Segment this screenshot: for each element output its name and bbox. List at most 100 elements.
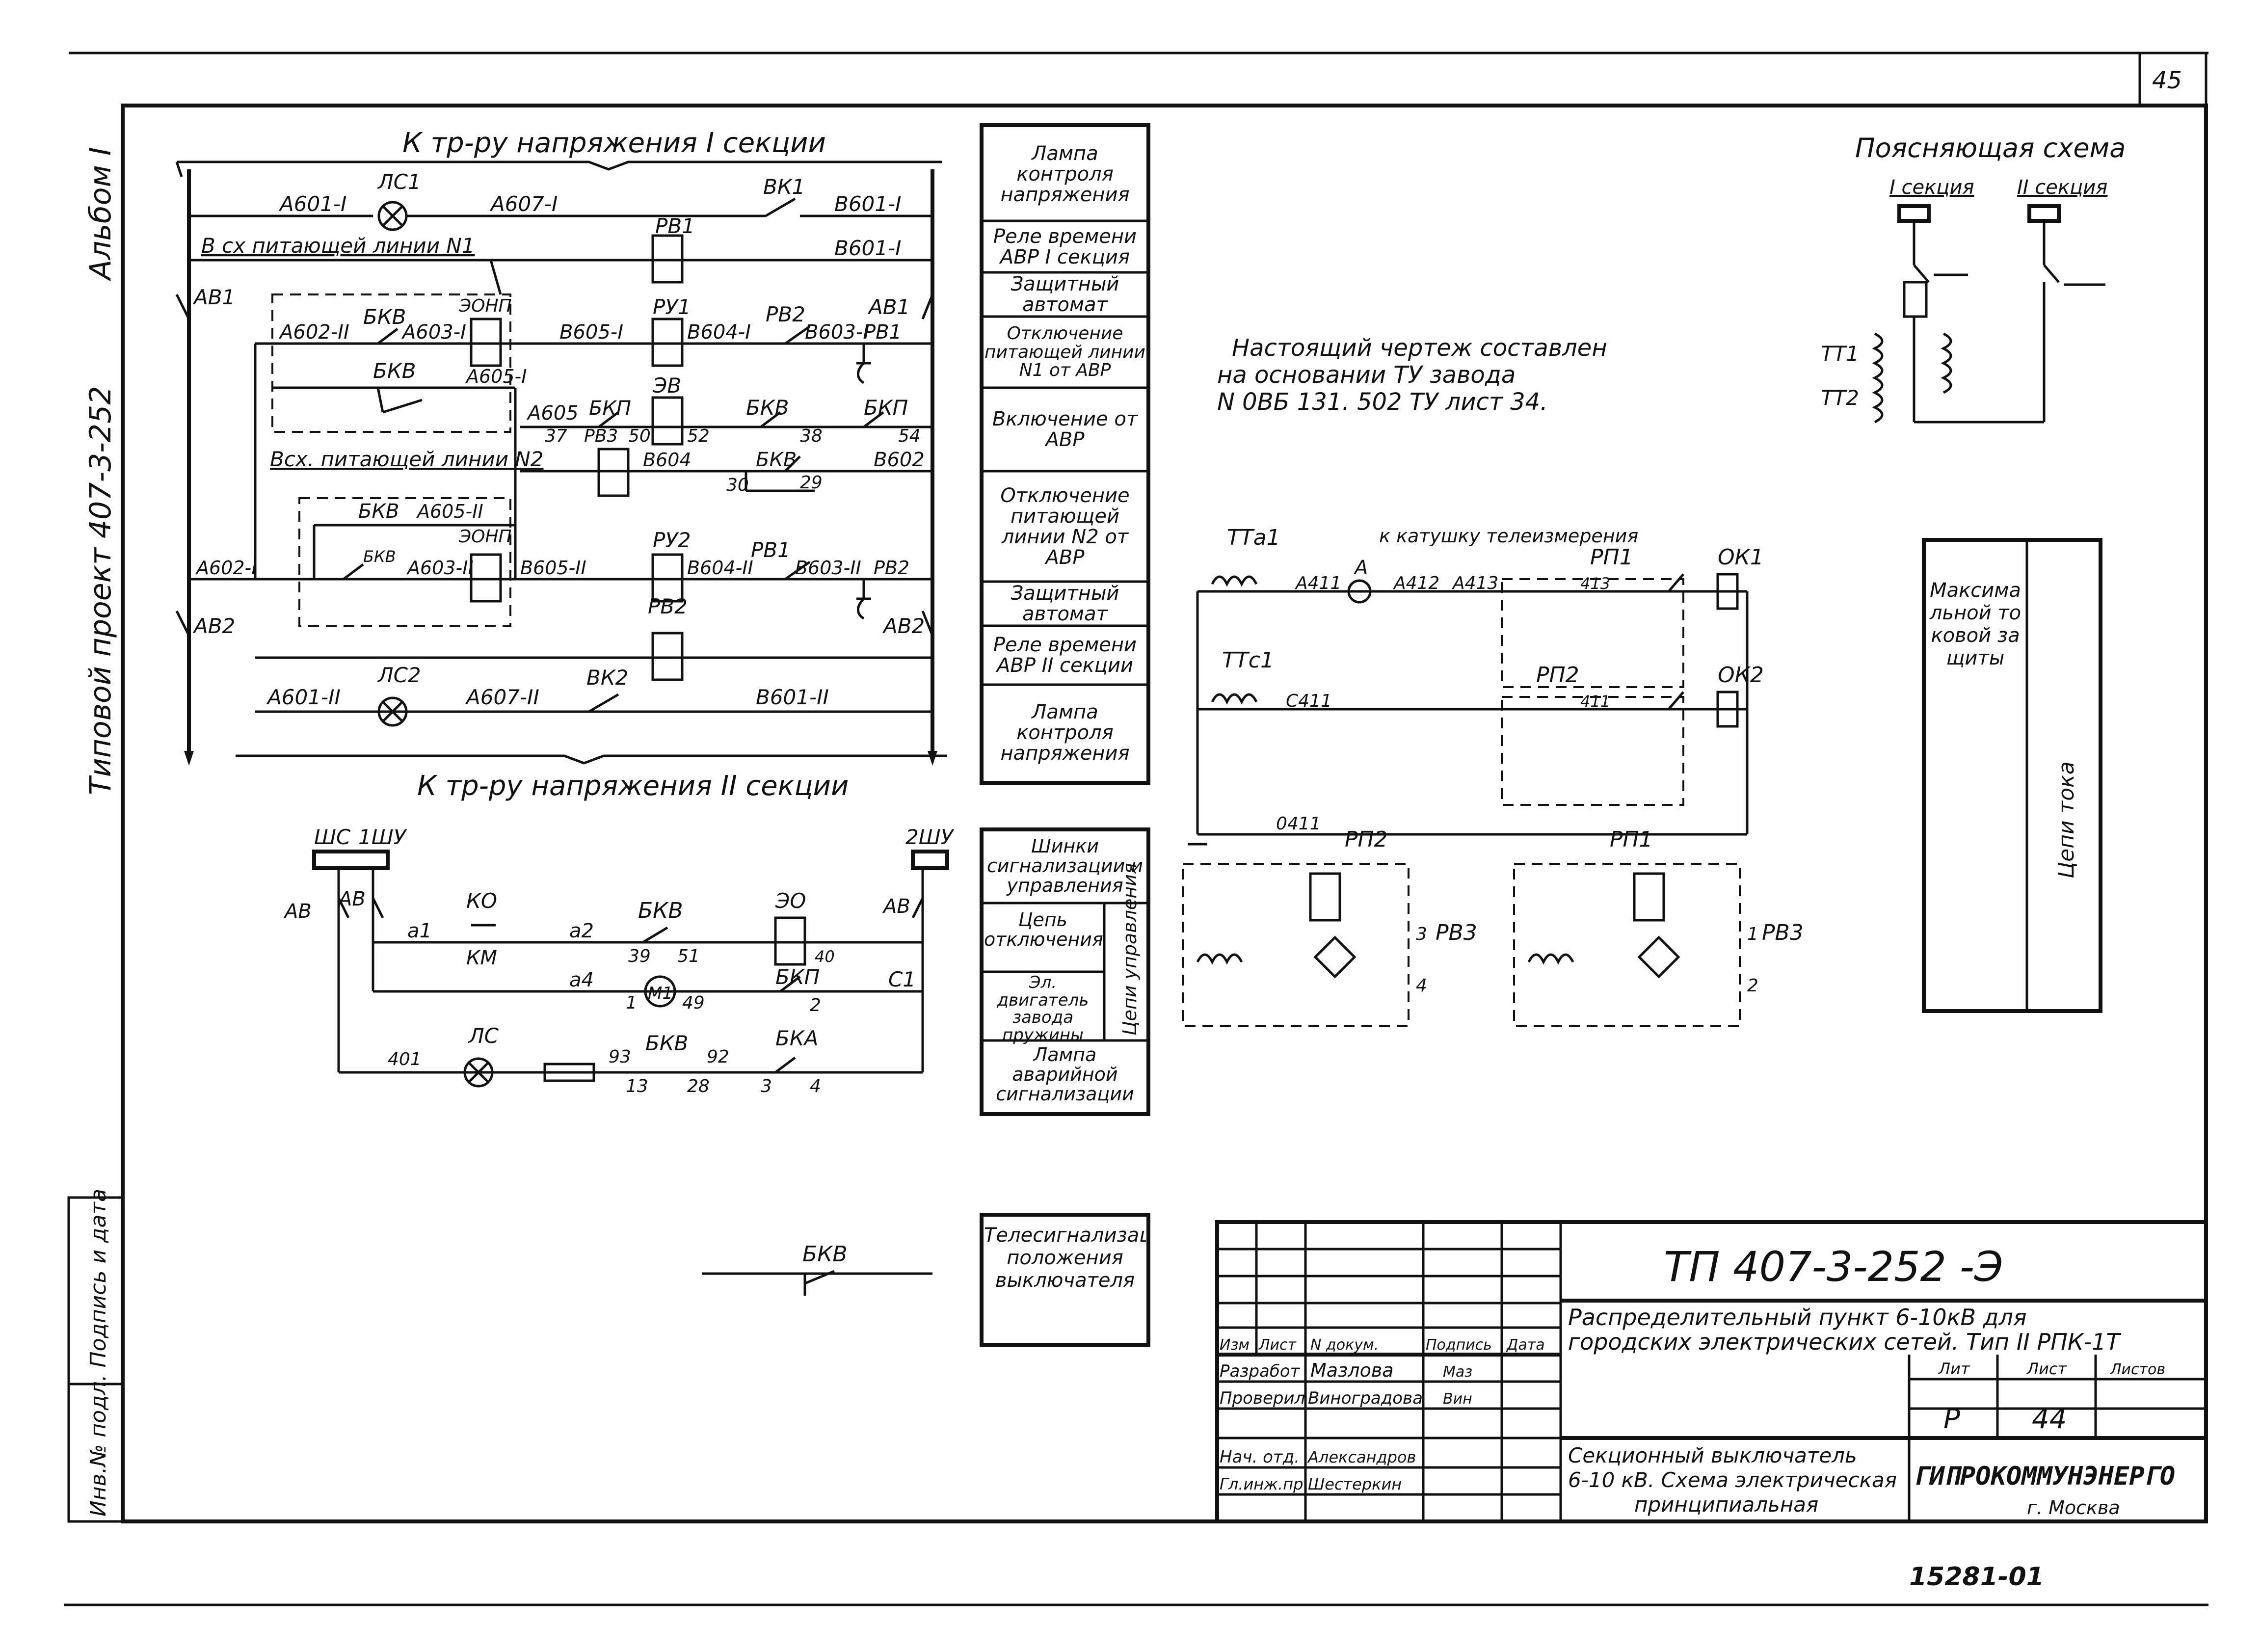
s1-n52: 52 <box>687 426 710 446</box>
s1-rv2: РВ2 <box>766 302 805 326</box>
ctrl-n13: 13 <box>626 1076 648 1096</box>
wire-a601-1: А601-I <box>278 192 346 216</box>
relay-rv1: РВ1 <box>655 214 695 238</box>
tb-h-podp: Подпись <box>1426 1336 1492 1354</box>
cur-a411: А411 <box>1295 573 1341 593</box>
s1-ru1: РУ1 <box>653 295 691 319</box>
s1-w6: А605-I <box>465 366 527 387</box>
tb-r3-name: Александров <box>1307 1448 1416 1466</box>
ctrl-n51: 51 <box>677 946 700 966</box>
s2-bkv: БКВ <box>358 500 399 523</box>
note-line2: на основании ТУ завода <box>1217 361 1516 389</box>
inv-stamp-label: Инв.№ подл. Подпись и дата <box>86 1189 111 1517</box>
cur-rp1: РП1 <box>1590 545 1633 570</box>
wire-a607-1: А607-I <box>489 192 558 216</box>
sheet-frame <box>64 52 2208 1606</box>
cur-o411: 0411 <box>1276 814 1321 834</box>
cur-rp2b: РП2 <box>1345 827 1388 852</box>
current-protection: к катушку телеизмерения ТТа1 А411 А А412… <box>1182 525 2102 1027</box>
ctrl-motor: М1 <box>648 984 673 1003</box>
ctrl-shc: ШС <box>314 825 351 849</box>
legend-item-3: Защитный автомат <box>1011 273 1119 316</box>
s1-a605: А605 <box>526 402 579 425</box>
cur-n411: 411 <box>1580 692 1610 711</box>
s1-w1: А602-II <box>278 321 349 344</box>
tb-h-list: Лист <box>1258 1336 1297 1354</box>
s1-av1: АВ1 <box>867 295 910 319</box>
tb-r2-sign: Вин <box>1443 1390 1472 1408</box>
ctrl-n401: 401 <box>388 1049 422 1069</box>
s2-av2: АВ2 <box>192 614 235 638</box>
cur-rp1b: РП1 <box>1610 827 1653 852</box>
explain-tt2: ТТ2 <box>1821 386 1859 410</box>
cur-box-col2: Цепи тока <box>2054 761 2079 879</box>
legend-cep-otkl: Цепь отключения <box>984 909 1103 950</box>
legend-item-1: Лампа контроля напряжения <box>1000 142 1130 206</box>
s1-n37: 37 <box>545 426 567 446</box>
ctrl-eo: ЭО <box>775 889 806 913</box>
s2-w0: А602-I <box>195 557 257 579</box>
legend-el-dvig: Эл. двигатель завода пружины <box>997 973 1089 1045</box>
s2-w2: А603-II <box>406 557 474 579</box>
ctrl-n93: 93 <box>609 1047 631 1067</box>
tb-h-izm: Изм <box>1220 1336 1250 1354</box>
tb-r4-role: Гл.инж.пр <box>1220 1475 1303 1493</box>
tb-r2-name: Виноградова <box>1308 1388 1423 1408</box>
tb-desc1: Распределительный пункт 6-10кВ для <box>1568 1304 2027 1331</box>
explain-sec2: II секция <box>2017 176 2107 199</box>
tb-h-doc: N докум. <box>1310 1336 1379 1354</box>
ctrl-bkp: БКП <box>775 965 820 989</box>
cur-rp2: РП2 <box>1536 663 1579 688</box>
cur-ok1: ОК1 <box>1718 545 1764 570</box>
s1-b602: В602 <box>874 449 925 471</box>
s1-w4: В604-I <box>687 321 751 344</box>
s1-n50: 50 <box>628 426 651 446</box>
s1-b604: В604 <box>643 449 692 471</box>
cur-a412: А412 <box>1393 573 1439 593</box>
ctrl-n4: 4 <box>810 1076 821 1096</box>
ctrl-av: АВ <box>283 900 312 923</box>
tb-sheet-title1: Секционный выключатель <box>1568 1443 1857 1467</box>
cur-rv3b: РВ3 <box>1762 920 1804 945</box>
ctrl-a1: а1 <box>407 920 432 942</box>
wire-b601-1: В601-I <box>834 192 902 216</box>
ctrl-c1: С1 <box>888 967 916 991</box>
ctrl-bkv: БКВ <box>638 898 683 923</box>
tb-r3-role: Нач. отд. <box>1220 1447 1300 1467</box>
s1-n30: 30 <box>726 475 749 495</box>
avr-circuit: К тр-ру напряжения I секции А601-I ЛС1 А… <box>175 127 947 802</box>
tb-listov-h: Листов <box>2110 1361 2165 1378</box>
tb-list: 44 <box>2032 1403 2067 1435</box>
cur-n4: 4 <box>1416 976 1427 996</box>
ctrl-n2: 2 <box>810 995 821 1015</box>
tb-r1-name: Мазлова <box>1310 1359 1394 1381</box>
ctrl-shu2: 2ШУ <box>905 825 955 849</box>
tb-r2-role: Проверил <box>1220 1388 1305 1408</box>
bot-wire3: В601-II <box>756 685 829 709</box>
cur-n3: 3 <box>1416 924 1427 944</box>
s1-n29: 29 <box>800 473 823 493</box>
bot-wire1: А601-II <box>266 685 341 709</box>
ctrl-km: КМ <box>466 947 497 969</box>
ctrl-a4: а4 <box>569 969 594 991</box>
ctrl-av2: АВ <box>337 888 366 910</box>
legend-lampa-av: Лампа аварийной сигнализации <box>996 1044 1134 1105</box>
legend-item-8: Реле времени АВР II секции <box>993 634 1137 677</box>
archive-number: 15281-01 <box>1909 1562 2044 1592</box>
s2-w5: В603-II <box>795 557 861 579</box>
cur-rv3a: РВ3 <box>1436 920 1477 945</box>
legend-item-2: Реле времени АВР I секция <box>993 225 1137 268</box>
legend-top <box>980 123 1150 785</box>
note-line1: Настоящий чертеж составлен <box>1232 334 1607 362</box>
bot-switch: ВК2 <box>586 666 628 690</box>
ctrl-lc: ЛС <box>468 1024 499 1048</box>
s1-ev: ЭВ <box>652 373 681 398</box>
tb-list-h: Лист <box>2026 1359 2067 1378</box>
s2-av2b: АВ2 <box>882 614 925 638</box>
tb-r4-name: Шестеркин <box>1308 1475 1402 1493</box>
top-bus-caption: К тр-ру напряжения I секции <box>402 127 826 159</box>
legend-item-4: Отключение питающей линии N1 от АВР <box>984 323 1145 381</box>
s1-w2: А603-I <box>401 321 466 344</box>
s1-bkv3: БКВ <box>746 396 789 420</box>
